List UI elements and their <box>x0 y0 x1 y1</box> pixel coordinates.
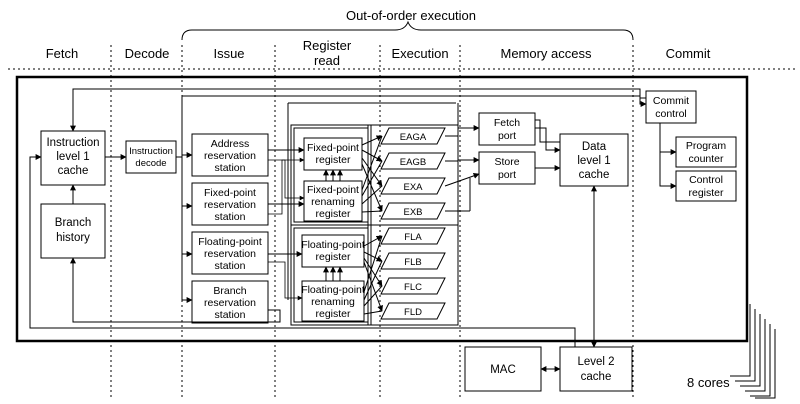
unit-flc: FLC <box>380 277 446 295</box>
fx-ren-line3: register <box>315 208 351 220</box>
stage-dividers <box>110 45 634 398</box>
floating-point-renaming-register-box <box>301 280 365 322</box>
unit-eagb: EAGB <box>380 152 446 170</box>
fetch-port-box <box>478 112 536 146</box>
floating-point-rs-box <box>191 231 269 275</box>
fetch-port-line2: port <box>498 130 516 142</box>
mac-label: MAC <box>490 364 516 376</box>
dl1-line3: cache <box>579 169 610 181</box>
stage-issue: Issue <box>213 46 244 61</box>
commit-control-box <box>645 90 697 124</box>
program-counter-box <box>675 136 737 168</box>
level2-cache-box <box>559 346 633 392</box>
il1-line1: Instruction <box>46 137 99 149</box>
addr-rs-line3: station <box>215 162 246 174</box>
ctrl-reg-line1: Control <box>689 174 723 186</box>
ooo-title: Out-of-order execution <box>346 8 476 23</box>
unit-exa: EXA <box>380 177 446 195</box>
stage-memory-access: Memory access <box>500 46 592 61</box>
br-rs-line1: Branch <box>213 285 246 297</box>
fl-ren-line2: renaming <box>311 296 355 308</box>
branch-history-line2: history <box>56 232 90 244</box>
stage-execution: Execution <box>391 46 448 61</box>
fx-reg-line2: register <box>315 154 351 166</box>
ooo-brace <box>181 20 634 41</box>
svg-text:FLC: FLC <box>404 282 422 293</box>
il1-line3: cache <box>58 165 89 177</box>
commit-line2: control <box>655 108 687 120</box>
fixed-point-rs-box <box>191 182 269 226</box>
svg-text:EXB: EXB <box>403 207 422 218</box>
decode-line1: Instruction <box>129 146 173 157</box>
fx-ren-line2: renaming <box>311 196 355 208</box>
unit-flb: FLB <box>380 252 446 270</box>
unit-fla: FLA <box>380 227 446 245</box>
svg-text:FLD: FLD <box>404 307 422 318</box>
fl-register-group <box>290 224 372 326</box>
fl-reg-line1: Floating-point <box>301 239 365 251</box>
fl-unit-group <box>367 224 459 326</box>
fx-reg-line1: Fixed-point <box>307 142 359 154</box>
fx-rs-line2: reservation <box>204 199 256 211</box>
stage-commit: Commit <box>666 46 711 61</box>
data-l1-cache-box <box>559 133 629 187</box>
core-outline <box>15 75 749 343</box>
svg-text:EAGB: EAGB <box>400 157 426 168</box>
fx-rs-line1: Fixed-point <box>204 187 256 199</box>
core-stack <box>730 304 776 399</box>
pc-line1: Program <box>686 140 727 152</box>
dl1-line2: level 1 <box>577 155 610 167</box>
fl-reg-line2: register <box>315 251 351 263</box>
addr-rs-line2: reservation <box>204 150 256 162</box>
unit-exb: EXB <box>380 202 446 220</box>
stage-fetch: Fetch <box>46 46 79 61</box>
address-rs-box <box>191 133 269 177</box>
svg-text:EXA: EXA <box>403 182 423 193</box>
store-port-box <box>478 151 536 185</box>
svg-text:EAGA: EAGA <box>400 132 427 143</box>
dl1-line1: Data <box>582 141 607 153</box>
fx-rs-line3: station <box>215 211 246 223</box>
store-port-line1: Store <box>494 156 519 168</box>
fl-ren-line1: Floating-point <box>301 284 365 296</box>
addr-rs-line1: Address <box>211 138 250 150</box>
cores-label: 8 cores <box>687 375 730 390</box>
br-rs-line2: reservation <box>204 297 256 309</box>
stage-read: read <box>314 53 340 68</box>
fl-rs-line1: Floating-point <box>198 236 262 248</box>
control-register-box <box>675 170 737 202</box>
floating-point-register-box <box>301 234 365 268</box>
fl-ren-line3: register <box>315 308 351 320</box>
fx-ren-line1: Fixed-point <box>307 184 359 196</box>
svg-text:FLB: FLB <box>404 257 421 268</box>
commit-line1: Commit <box>653 95 689 107</box>
stage-register: Register <box>303 38 352 53</box>
stage-decode: Decode <box>125 46 170 61</box>
branch-history-box <box>40 203 106 259</box>
fl-rs-line2: reservation <box>204 248 256 260</box>
svg-text:FLA: FLA <box>404 232 422 243</box>
branch-history-line1: Branch <box>55 217 91 229</box>
l2-line2: cache <box>581 371 612 383</box>
unit-eaga: EAGA <box>380 127 446 145</box>
connections <box>29 88 677 372</box>
ctrl-reg-line2: register <box>688 187 724 199</box>
store-port-line2: port <box>498 169 516 181</box>
l2-line1: Level 2 <box>577 356 614 368</box>
fl-rs-line3: station <box>215 260 246 272</box>
unit-fld: FLD <box>380 302 446 320</box>
decode-line2: decode <box>135 158 166 169</box>
fetch-port-line1: Fetch <box>494 117 520 129</box>
il1-line2: level 1 <box>56 151 89 163</box>
branch-rs-box <box>191 280 269 324</box>
br-rs-line3: station <box>215 309 246 321</box>
mac-box <box>464 346 542 392</box>
pc-line2: counter <box>688 153 724 165</box>
